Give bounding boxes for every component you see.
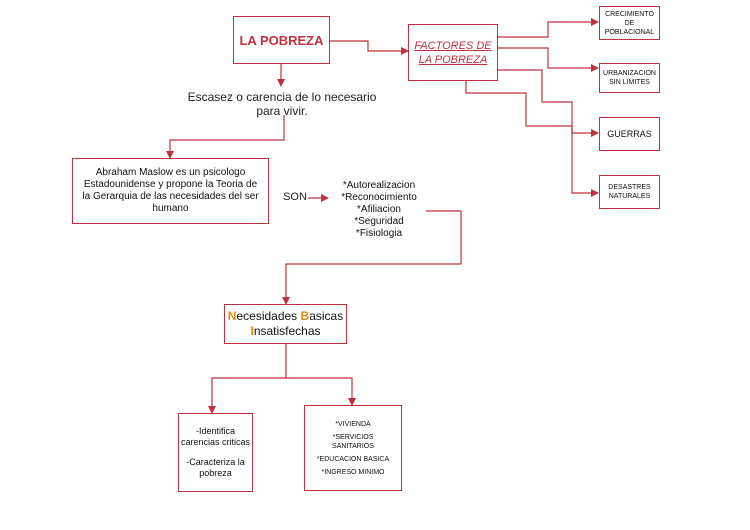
arrow-hierarchy-nbi <box>282 210 462 305</box>
nbi-title: Necesidades Basicas Insatisfechas <box>228 309 343 339</box>
nbi-word-insatisfechas: nsatisfechas <box>253 324 321 338</box>
nbi-word-basicas: asicas <box>309 309 344 323</box>
nbi-function-item: -Caracteriza la pobreza <box>186 457 245 478</box>
factor-box-urbanizacion: URBANIZACION SIN LIMITES <box>599 63 660 93</box>
nbi-functions-box: -Identifica carencias criticas -Caracter… <box>178 413 253 492</box>
nbi-indicator-item: *SERVICIOS SANITARIOS <box>332 433 374 450</box>
nbi-box: Necesidades Basicas Insatisfechas <box>224 304 347 344</box>
nbi-word-necesidades: ecesidades <box>236 309 301 323</box>
factor-label: CRECIMIENTO DE POBLACIONAL <box>604 10 655 36</box>
definition-text: Escasez o carencia de lo necesario para … <box>187 90 377 118</box>
maslow-text: Abraham Maslow es un psicologo Estadouni… <box>82 167 259 214</box>
factores-title: FACTORES DE LA POBREZA <box>414 39 492 66</box>
factor-label: GUERRAS <box>607 128 652 139</box>
son-label: SON <box>283 191 307 203</box>
arrow-pobreza-factores <box>330 40 409 55</box>
factor-box-crecimiento: CRECIMIENTO DE POBLACIONAL <box>599 6 660 40</box>
nbi-initial-n: N <box>227 309 237 323</box>
hierarchy-item: *Reconocimiento <box>341 192 417 203</box>
main-title-box: LA POBREZA <box>233 16 330 64</box>
factor-box-desastres: DESASTRES NATURALES <box>599 175 660 209</box>
nbi-indicator-item: *EDUCACION BASICA <box>316 455 390 463</box>
arrow-factor-3 <box>498 69 599 137</box>
arrow-factor-1 <box>498 18 599 38</box>
nbi-function-item: -Identifica carencias criticas <box>180 426 251 447</box>
factor-label: DESASTRES NATURALES <box>608 184 651 200</box>
arrow-nbi-functions <box>208 344 287 414</box>
nbi-initial-b: B <box>300 309 310 323</box>
hierarchy-list: *Autorealizacion *Reconocimiento *Afilia… <box>332 180 426 240</box>
factor-label: URBANIZACION SIN LIMITES <box>603 70 656 86</box>
hierarchy-item: *Autorealizacion <box>342 180 416 191</box>
main-title: LA POBREZA <box>239 32 324 48</box>
nbi-initial-i: I <box>250 324 254 338</box>
hierarchy-item: *Afiliacion <box>357 204 401 215</box>
maslow-box: Abraham Maslow es un psicologo Estadouni… <box>72 158 269 224</box>
arrow-definicion-maslow <box>166 115 285 159</box>
nbi-indicators-box: *VIVIENDA *SERVICIOS SANITARIOS *EDUCACI… <box>304 405 402 491</box>
arrow-factor-4 <box>465 81 599 197</box>
nbi-indicator-item: *INGRESO MINIMO <box>321 468 385 476</box>
factor-box-guerras: GUERRAS <box>599 117 660 151</box>
arrow-nbi-indicators <box>286 377 356 406</box>
arrow-factor-2 <box>498 47 599 72</box>
hierarchy-item: *Fisiologia <box>355 228 403 239</box>
factores-box: FACTORES DE LA POBREZA <box>408 24 498 81</box>
nbi-indicator-item: *VIVIENDA <box>335 420 371 428</box>
hierarchy-item: *Seguridad <box>354 216 404 227</box>
